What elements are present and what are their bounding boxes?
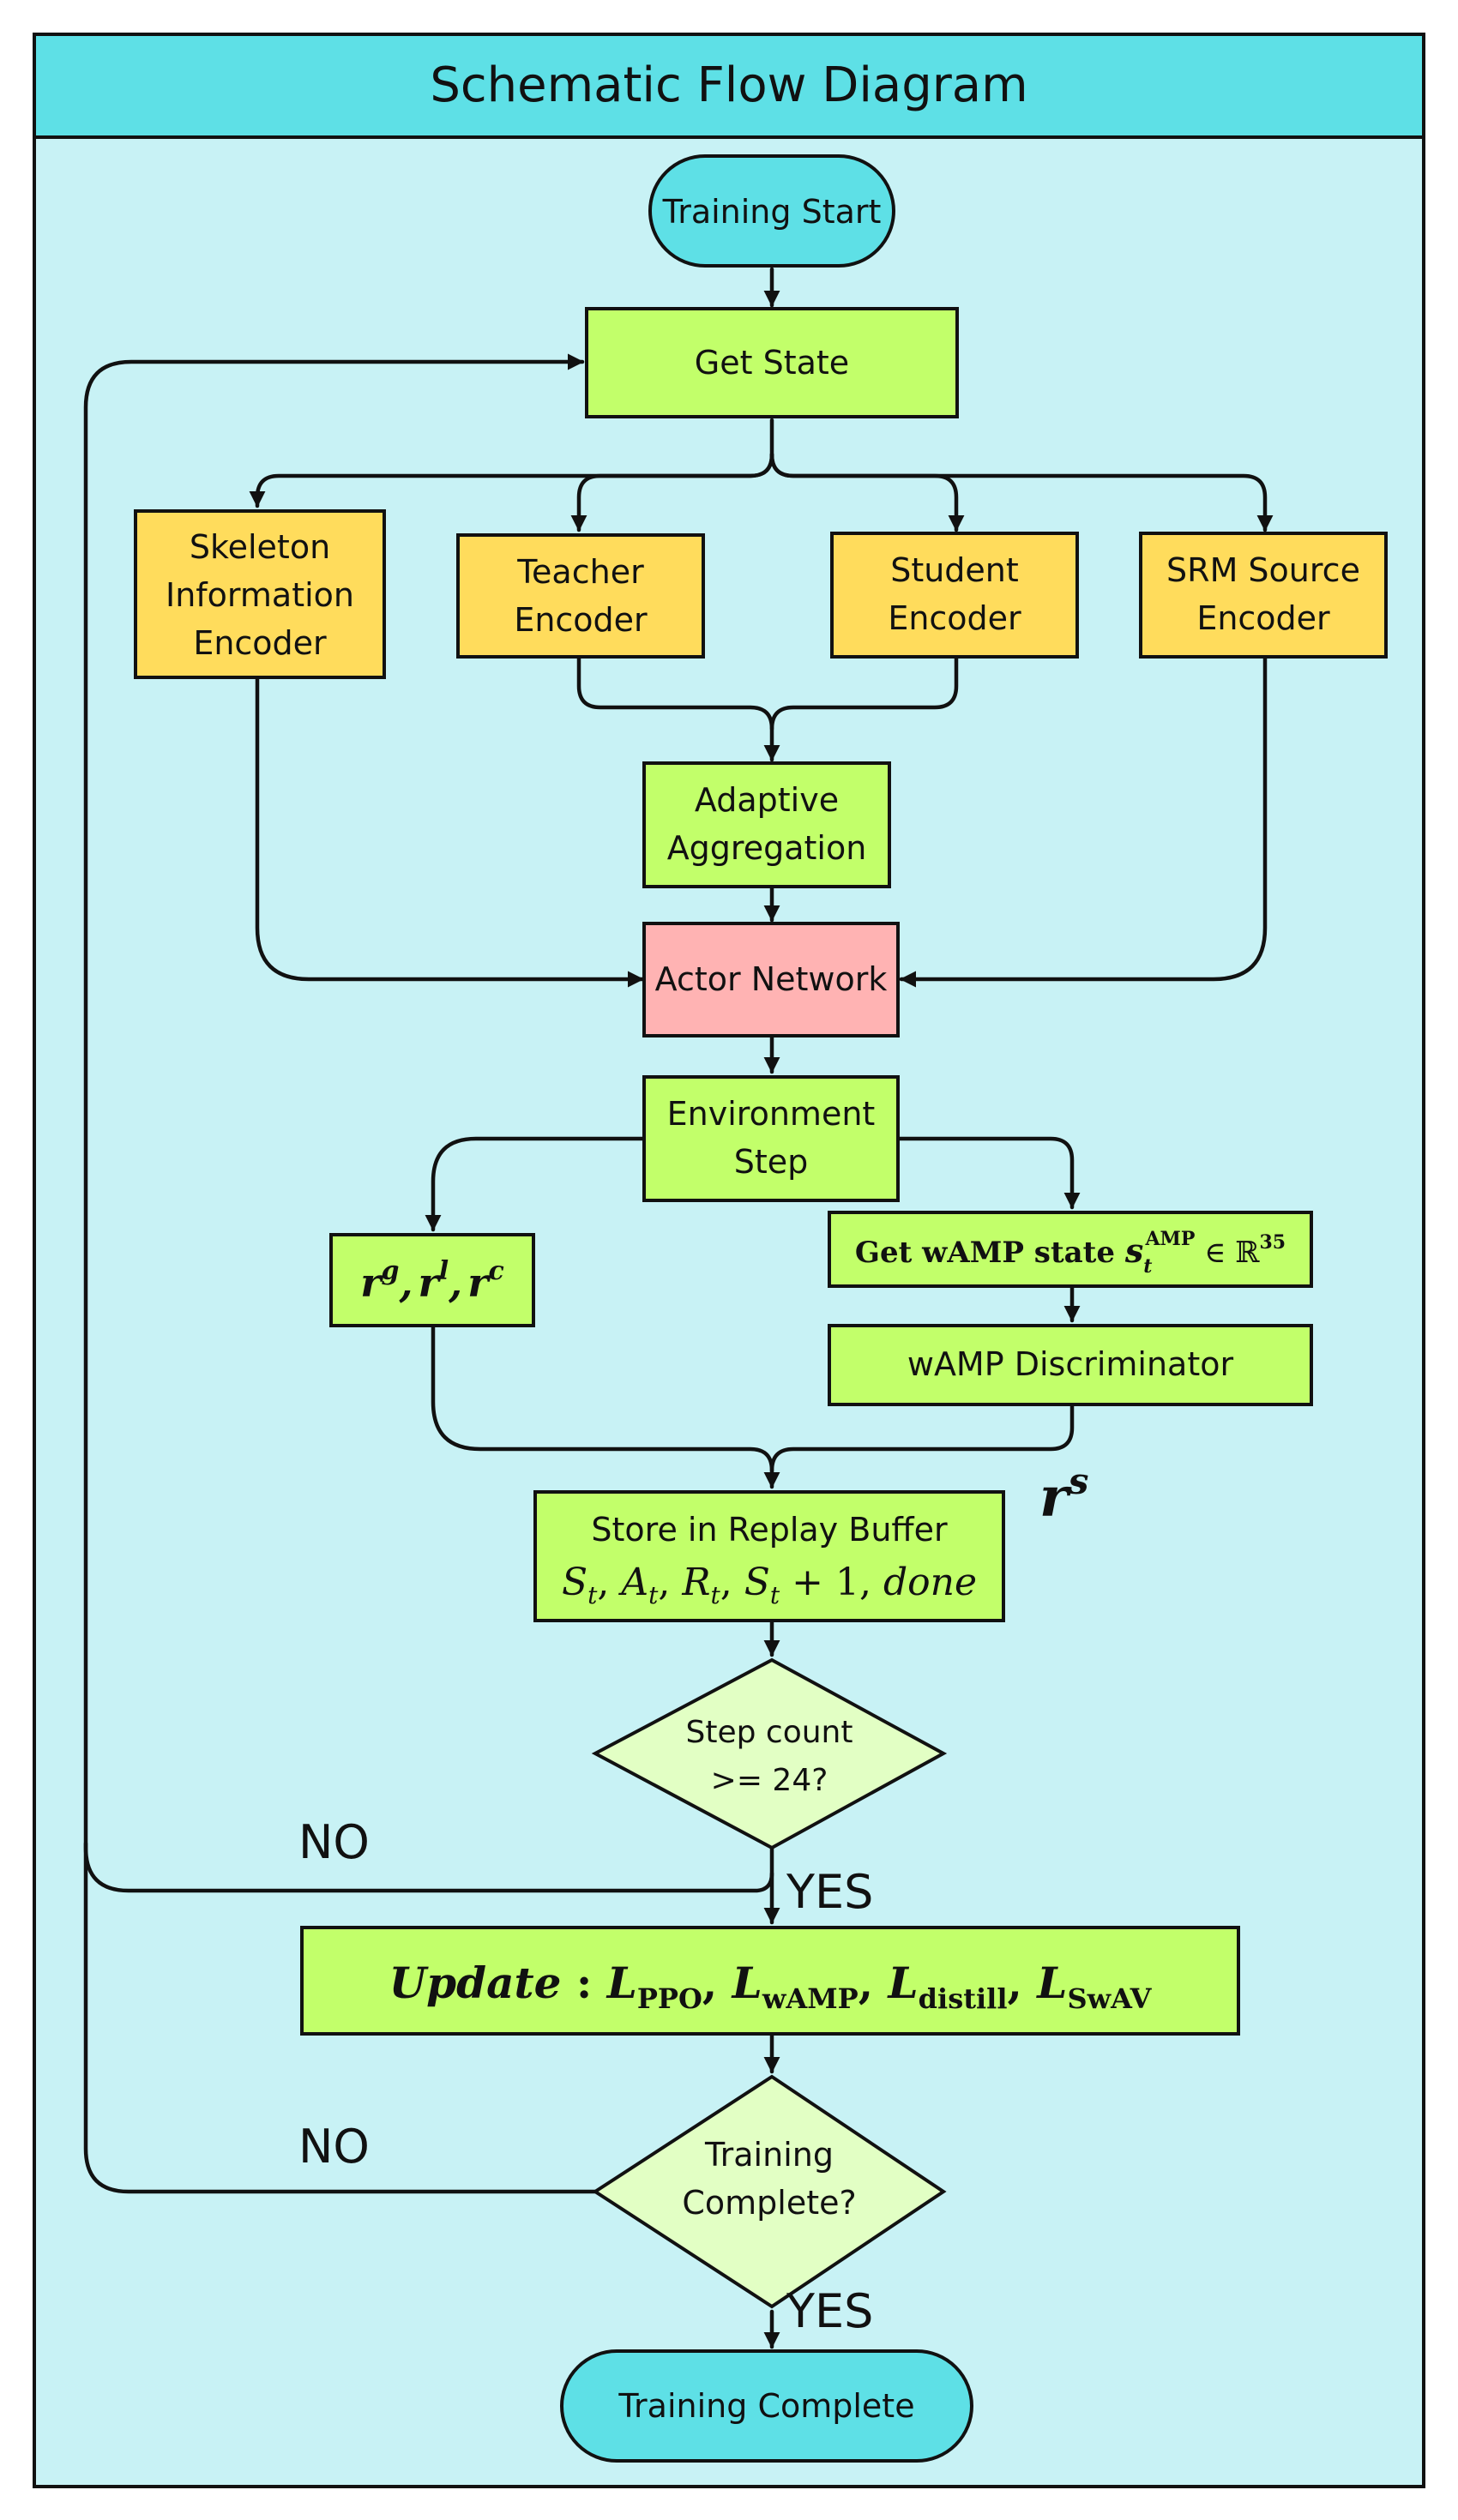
line-student-to-aggregation: [769, 654, 959, 731]
skeleton-line-2: Information: [166, 576, 354, 614]
line-complete-no-loop: [83, 1841, 598, 2194]
node-update: Update : LPPO, LwAMP, Ldistill, LSwAV: [300, 1926, 1240, 2036]
env-line-2: Step: [734, 1143, 809, 1181]
decision-shape: [592, 2074, 947, 2309]
process-shape: [642, 761, 891, 888]
no-label-1: NO: [298, 1815, 370, 1869]
node-student-encoder: Student Encoder: [830, 532, 1079, 659]
rs-label: rs: [1039, 1460, 1088, 1530]
terminal-shape: [648, 154, 895, 268]
yes-label-1: YES: [786, 1865, 873, 1919]
arrow-env-to-rewards: [425, 1136, 647, 1232]
encoder-shape: [456, 533, 705, 659]
teacher-line-1: Teacher: [516, 553, 644, 591]
node-rewards: rg,rl,rc: [329, 1233, 535, 1327]
wamp-state-formula: Get wAMP state stAMP ∈ ℝ35: [855, 1228, 1286, 1278]
node-environment-step: Environment Step: [642, 1075, 900, 1202]
arrow-srm-to-actor: [899, 654, 1268, 988]
actor-network-label: Actor Network: [655, 960, 888, 998]
replay-buffer-formula: St, At, Rt, St + 1, done: [562, 1561, 977, 1609]
node-adaptive-aggregation: Adaptive Aggregation: [642, 761, 891, 888]
no-label-2: NO: [298, 2120, 370, 2174]
step-count-line-1: Step count: [686, 1715, 853, 1750]
process-shape: [300, 1926, 1240, 2036]
encoder-shape: [134, 509, 386, 679]
arrow-skeleton-to-actor: [255, 675, 645, 988]
node-wamp-state: Get wAMP state stAMP ∈ ℝ35: [828, 1211, 1313, 1288]
title-bar: [33, 33, 1425, 139]
process-shape: [585, 307, 959, 418]
terminal-shape: [560, 2349, 973, 2463]
training-start-label: Training Start: [662, 193, 882, 231]
process-shape: [329, 1233, 535, 1327]
connectors: [83, 267, 1274, 2349]
srm-line-1: SRM Source: [1166, 551, 1360, 589]
process-shape: [533, 1490, 1005, 1622]
node-training-complete-decision: Training Complete?: [592, 2074, 947, 2309]
arrow-env-to-wampstate: [897, 1136, 1081, 1210]
aggregation-line-2: Aggregation: [667, 829, 867, 867]
arrow-to-teacher: [570, 452, 774, 532]
node-training-start: Training Start: [648, 154, 895, 268]
node-srm-encoder: SRM Source Encoder: [1139, 532, 1388, 659]
step-count-line-2: >= 24?: [711, 1763, 828, 1798]
training-complete-label: Training Complete: [618, 2387, 914, 2425]
line-discriminator-to-buffer: [769, 1402, 1075, 1473]
complete-q-line-2: Complete?: [682, 2184, 856, 2222]
update-formula: Update : LPPO, LwAMP, Ldistill, LSwAV: [389, 1958, 1153, 2015]
node-training-complete: Training Complete: [560, 2349, 973, 2463]
actor-shape: [642, 922, 900, 1037]
skeleton-line-1: Skeleton: [190, 528, 330, 566]
teacher-line-2: Encoder: [514, 601, 648, 639]
aggregation-line-1: Adaptive: [695, 781, 839, 819]
discriminator-label: wAMP Discriminator: [907, 1345, 1234, 1383]
get-state-label: Get State: [695, 344, 849, 382]
rewards-formula: rg,rl,rc: [360, 1256, 503, 1306]
node-skeleton-encoder: Skeleton Information Encoder: [134, 509, 386, 679]
diagram-title: Schematic Flow Diagram: [430, 57, 1027, 113]
complete-q-line-1: Training: [704, 2136, 834, 2174]
arrow-teacher-to-aggregation: [576, 654, 780, 762]
node-get-state: Get State: [585, 307, 959, 418]
arrow-to-srm: [769, 452, 1274, 532]
node-actor-network: Actor Network: [642, 922, 900, 1037]
arrow-rewards-to-buffer: [431, 1323, 780, 1489]
arrow-stepcount-no-loop: [83, 353, 774, 1893]
env-line-1: Environment: [667, 1095, 876, 1133]
process-shape: [828, 1211, 1313, 1288]
process-shape: [642, 1075, 900, 1202]
srm-line-2: Encoder: [1196, 599, 1330, 637]
node-wamp-discriminator: wAMP Discriminator: [828, 1324, 1313, 1406]
student-line-2: Encoder: [888, 599, 1021, 637]
node-step-count-decision: Step count >= 24?: [591, 1657, 948, 1850]
decision-shape: [591, 1657, 948, 1850]
replay-buffer-label: Store in Replay Buffer: [591, 1511, 948, 1549]
yes-label-2: YES: [786, 2284, 873, 2338]
skeleton-line-3: Encoder: [193, 624, 327, 662]
process-shape: [828, 1324, 1313, 1406]
student-line-1: Student: [890, 551, 1019, 589]
encoder-shape: [830, 532, 1079, 659]
node-replay-buffer: Store in Replay Buffer St, At, Rt, St + …: [533, 1490, 1005, 1622]
node-teacher-encoder: Teacher Encoder: [456, 533, 705, 659]
encoder-shape: [1139, 532, 1388, 659]
